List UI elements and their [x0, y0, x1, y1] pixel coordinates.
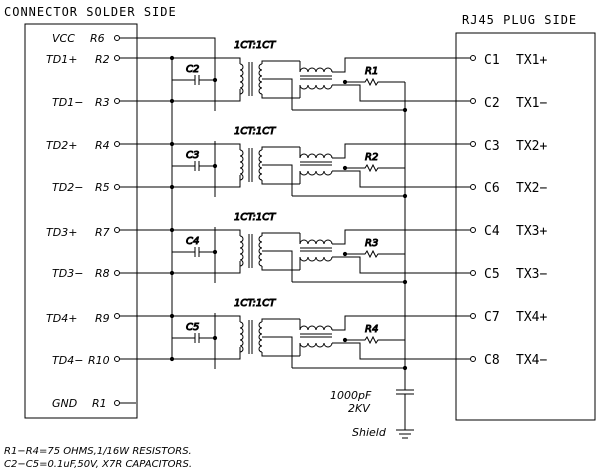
right-pin-label: C4 [484, 224, 500, 239]
capacitor-label: C5 [186, 322, 199, 333]
right-signal-label: TX4+ [516, 310, 547, 325]
resistor-label: R1 [365, 66, 378, 77]
left-signal-label: TD1+ [46, 53, 77, 66]
left-signal-label: VCC [52, 32, 75, 45]
left-signal-label: TD2+ [46, 139, 77, 152]
right-signal-label: TX3+ [516, 224, 547, 239]
ratio-label: 1CT:1CT [234, 126, 276, 137]
left-pin-label: R6 [90, 32, 105, 45]
power-wiring [114, 35, 216, 406]
ratio-label: 1CT:1CT [234, 40, 276, 51]
left-signal-label: GND [52, 397, 77, 410]
ratio-label: 1CT:1CT [234, 298, 276, 309]
rj45-plug-box [455, 32, 596, 421]
left-pin-labels: VCC R6 TD1+ R2 TD1− R3 TD2+ R4 TD2− R5 T… [46, 32, 110, 410]
right-pin-label: C2 [484, 96, 500, 111]
right-signal-label: TX1− [516, 96, 547, 111]
left-signal-label: TD4+ [46, 312, 77, 325]
right-signal-label: TX4− [516, 353, 547, 368]
left-pin-label: R1 [92, 397, 107, 410]
transformer-channel: C2 1CT:1CT R1 [114, 40, 476, 122]
note-resistors: R1−R4=75 OHMS,1/16W RESISTORS. [4, 446, 192, 457]
right-signal-label: TX1+ [516, 53, 547, 68]
left-pin-label: R3 [95, 96, 110, 109]
transformer-channel: C4 1CT:1CT R3 [114, 212, 476, 294]
right-pin-label: C7 [484, 310, 500, 325]
left-signal-label: TD2− [52, 181, 83, 194]
transformer-channel: C5 1CT:1CT R4 [114, 298, 476, 380]
left-signal-label: TD1− [52, 96, 83, 109]
left-pin-label: R7 [95, 226, 110, 239]
capacitor-label: C3 [186, 150, 199, 161]
shield-capacitor [396, 375, 414, 439]
capacitor-label: C2 [186, 64, 199, 75]
note-capacitors: C2−C5=0.1uF,50V, X7R CAPACITORS. [4, 459, 192, 470]
resistor-label: R3 [365, 238, 378, 249]
right-signal-label: TX3− [516, 267, 547, 282]
left-pin-label: R5 [95, 181, 110, 194]
shield-label: Shield [352, 426, 387, 439]
right-signal-label: TX2+ [516, 139, 547, 154]
connector-solder-box [24, 23, 138, 419]
left-signal-label: TD3− [52, 267, 83, 280]
resistor-label: R4 [365, 324, 378, 335]
left-pin-label: R8 [95, 267, 110, 280]
shield-cap-voltage: 2KV [348, 402, 371, 415]
right-pin-label: C5 [484, 267, 500, 282]
left-signal-label: TD3+ [46, 226, 77, 239]
left-pin-label: R4 [95, 139, 110, 152]
right-pin-labels: C1 TX1+ C2 TX1− C3 TX2+ C6 TX2− C4 TX3+ … [484, 53, 547, 368]
left-header: CONNECTOR SOLDER SIDE [4, 5, 177, 19]
right-pin-label: C1 [484, 53, 500, 68]
left-pin-label: R10 [88, 354, 110, 367]
right-pin-label: C8 [484, 353, 500, 368]
capacitor-label: C4 [186, 236, 199, 247]
right-signal-label: TX2− [516, 181, 547, 196]
ratio-label: 1CT:1CT [234, 212, 276, 223]
left-pin-label: R9 [95, 312, 110, 325]
transformer-channel: C3 1CT:1CT R2 [114, 126, 476, 208]
right-pin-label: C6 [484, 181, 500, 196]
right-header: RJ45 PLUG SIDE [462, 13, 577, 27]
right-pin-label: C3 [484, 139, 500, 154]
shield-cap-value: 1000pF [330, 389, 372, 402]
resistor-label: R2 [365, 152, 378, 163]
left-pin-label: R2 [95, 53, 110, 66]
left-signal-label: TD4− [52, 354, 83, 367]
